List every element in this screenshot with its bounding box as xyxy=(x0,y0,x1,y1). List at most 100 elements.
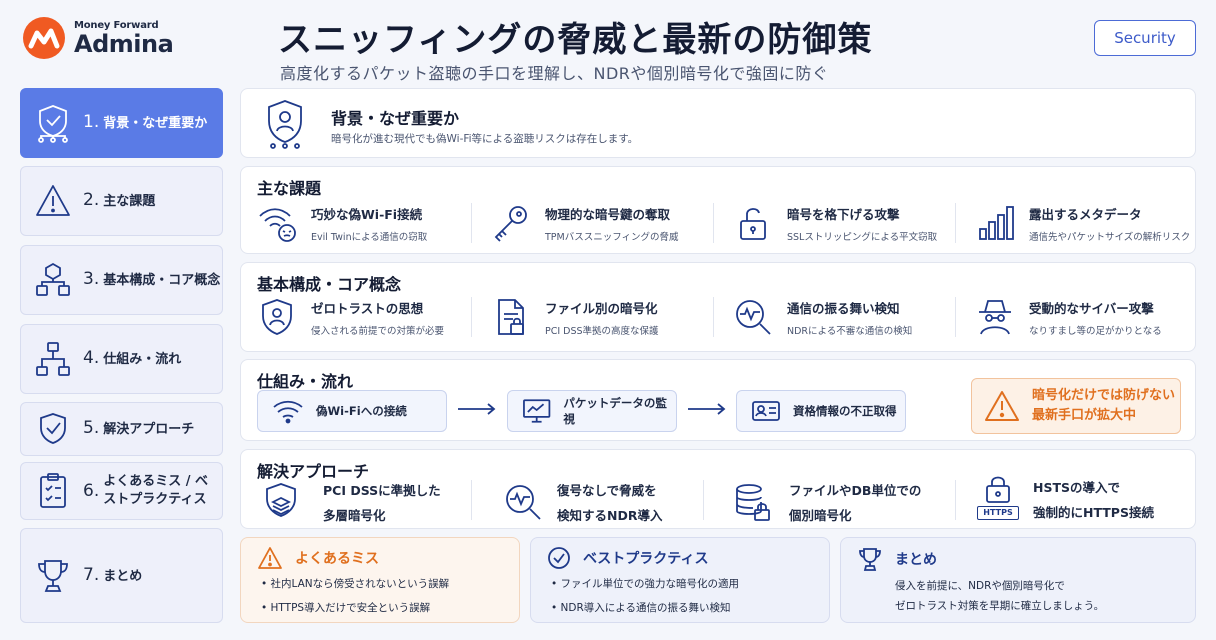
lock-https-icon: HTTPS xyxy=(977,476,1019,522)
brand-logo: Money Forward Admina xyxy=(22,16,174,60)
divider xyxy=(471,297,472,337)
warning-callout: 暗号化だけでは防げない 最新手口が拡大中 xyxy=(971,378,1181,434)
background-title: 背景・なぜ重要か xyxy=(331,109,460,128)
divider xyxy=(471,480,472,520)
trophy-icon xyxy=(859,548,881,571)
sidebar-item-concepts[interactable]: 3.基本構成・コア概念 xyxy=(20,245,223,315)
wifi-icon xyxy=(273,400,303,424)
solution-item: HTTPS HSTSの導入で強制的にHTTPS接続 xyxy=(977,476,1154,522)
spy-hacker-icon xyxy=(979,300,1011,335)
list-item: HTTPS導入だけで安全という誤解 xyxy=(261,600,449,615)
database-lock-icon xyxy=(736,484,770,521)
magnifier-pulse-icon xyxy=(736,300,771,335)
bar-chart-icon xyxy=(979,206,1014,240)
summary-text: 侵入を前提に、NDRや個別暗号化で ゼロトラスト対策を早期に確立しましょう。 xyxy=(895,580,1105,612)
divider xyxy=(471,203,472,243)
divider xyxy=(703,480,704,520)
sidebar-item-label: よくあるミス / ベストプラクティス xyxy=(103,474,209,507)
sidebar-item-label: 基本構成・コア概念 xyxy=(103,273,221,288)
warning-line-2: 最新手口が拡大中 xyxy=(1032,408,1137,423)
warning-triangle-icon xyxy=(985,391,1019,421)
solution-item: ファイルやDB単位での個別暗号化 xyxy=(733,480,921,524)
flow-step-1: 偽Wi-Fiへの接続 xyxy=(257,390,447,432)
flowchart-icon xyxy=(36,342,70,376)
logo-sub-text: Money Forward xyxy=(74,19,159,31)
warning-line-1: 暗号化だけでは防げない xyxy=(1032,388,1176,403)
shield-check-icon xyxy=(40,413,66,444)
shield-network-icon xyxy=(38,105,68,143)
sidebar-item-flow[interactable]: 4.仕組み・流れ xyxy=(20,324,223,394)
magnifier-pulse-icon xyxy=(506,485,541,520)
checklist-clipboard-icon xyxy=(40,473,66,508)
divider xyxy=(955,203,956,243)
key-icon xyxy=(494,206,527,242)
concept-item: 受動的なサイバー攻撃なりすまし等の足がかりとなる xyxy=(975,297,1162,337)
warning-triangle-icon xyxy=(258,547,282,569)
list-item: NDR導入による通信の振る舞い検知 xyxy=(551,600,739,615)
background-card: 背景・なぜ重要か 暗号化が進む現代でも偽Wi-Fi等による盗聴リスクは存在します… xyxy=(240,88,1196,158)
section-title: 解決アプローチ xyxy=(257,462,370,481)
moneyforward-logo-icon xyxy=(23,17,65,59)
flow-card: 仕組み・流れ 偽Wi-Fiへの接続 パケットデータの監視 資格情報の不正取得 暗… xyxy=(240,359,1196,441)
mistakes-title: よくあるミス xyxy=(295,551,379,567)
concept-item: ゼロトラストの思想侵入される前提での対策が必要 xyxy=(257,297,444,337)
arrow-right-icon xyxy=(688,403,726,415)
section-title: 基本構成・コア概念 xyxy=(257,275,402,294)
divider xyxy=(955,480,956,520)
best-title: ベストプラクティス xyxy=(583,551,709,567)
logo-main-text: Admina xyxy=(74,29,174,58)
divider xyxy=(955,297,956,337)
page-subtitle: 高度化するパケット盗聴の手口を理解し、NDRや個別暗号化で強固に防ぐ xyxy=(280,64,829,83)
arrow-right-icon xyxy=(458,403,496,415)
shield-layers-icon xyxy=(266,483,296,517)
section-title: 主な課題 xyxy=(257,179,322,198)
sidebar-item-label: 解決アプローチ xyxy=(103,422,195,437)
solutions-card: 解決アプローチ PCI DSSに準拠した多層暗号化 復号なしで脅威を検知するND… xyxy=(240,449,1196,529)
solution-item: PCI DSSに準拠した多層暗号化 xyxy=(261,480,441,524)
check-circle-icon xyxy=(548,547,570,569)
sidebar-item-summary[interactable]: 7.まとめ xyxy=(20,528,223,623)
page-title: スニッフィングの脅威と最新の防御策 xyxy=(278,20,873,60)
summary-card: まとめ 侵入を前提に、NDRや個別暗号化で ゼロトラスト対策を早期に確立しましょ… xyxy=(840,537,1196,623)
network-cubes-icon xyxy=(36,262,70,296)
warning-triangle-icon xyxy=(36,185,70,216)
sidebar-item-mistakes-best[interactable]: 6. よくあるミス / ベストプラクティス xyxy=(20,462,223,520)
summary-title: まとめ xyxy=(895,552,937,568)
sidebar-item-label: まとめ xyxy=(103,568,143,584)
security-tag-button[interactable]: Security xyxy=(1094,20,1196,56)
concepts-card: 基本構成・コア概念 ゼロトラストの思想侵入される前提での対策が必要 ファイル別の… xyxy=(240,262,1196,352)
monitor-graph-icon xyxy=(523,399,551,423)
unlocked-padlock-icon xyxy=(740,208,766,240)
sidebar-item-background[interactable]: 1.背景・なぜ重要か xyxy=(20,88,223,158)
locked-file-icon xyxy=(498,299,524,335)
sidebar-item-label: 主な課題 xyxy=(103,194,156,209)
shield-hacker-icon xyxy=(268,100,302,149)
sidebar-item-label: 背景・なぜ重要か xyxy=(103,116,208,131)
flow-step-3: 資格情報の不正取得 xyxy=(736,390,906,432)
sidebar-item-label: 仕組み・流れ xyxy=(103,352,182,367)
mistakes-list: 社内LANなら傍受されないという誤解 HTTPS導入だけで安全という誤解 xyxy=(261,576,450,624)
divider xyxy=(713,297,714,337)
best-practices-card: ベストプラクティス ファイル単位での強力な暗号化の適用 NDR導入による通信の振… xyxy=(530,537,830,623)
flow-step-2: パケットデータの監視 xyxy=(507,390,677,432)
background-desc: 暗号化が進む現代でも偽Wi-Fi等による盗聴リスクは存在します。 xyxy=(331,133,639,145)
evil-wifi-icon xyxy=(259,208,296,242)
section-title: 仕組み・流れ xyxy=(257,372,354,391)
sidebar-item-solutions[interactable]: 5.解決アプローチ xyxy=(20,402,223,456)
shield-user-icon xyxy=(262,299,292,335)
mistakes-card: よくあるミス 社内LANなら傍受されないという誤解 HTTPS導入だけで安全とい… xyxy=(240,537,520,623)
divider xyxy=(713,203,714,243)
solution-item: 復号なしで脅威を検知するNDR導入 xyxy=(503,480,662,524)
id-card-icon xyxy=(752,401,780,421)
best-list: ファイル単位での強力な暗号化の適用 NDR導入による通信の振る舞い検知 xyxy=(551,576,740,624)
trophy-icon xyxy=(38,559,68,592)
sidebar-item-challenges[interactable]: 2.主な課題 xyxy=(20,166,223,236)
list-item: 社内LANなら傍受されないという誤解 xyxy=(261,576,450,591)
list-item: ファイル単位での強力な暗号化の適用 xyxy=(551,576,740,591)
challenge-item: 露出するメタデータ通信先やパケットサイズの解析リスク xyxy=(975,203,1190,243)
